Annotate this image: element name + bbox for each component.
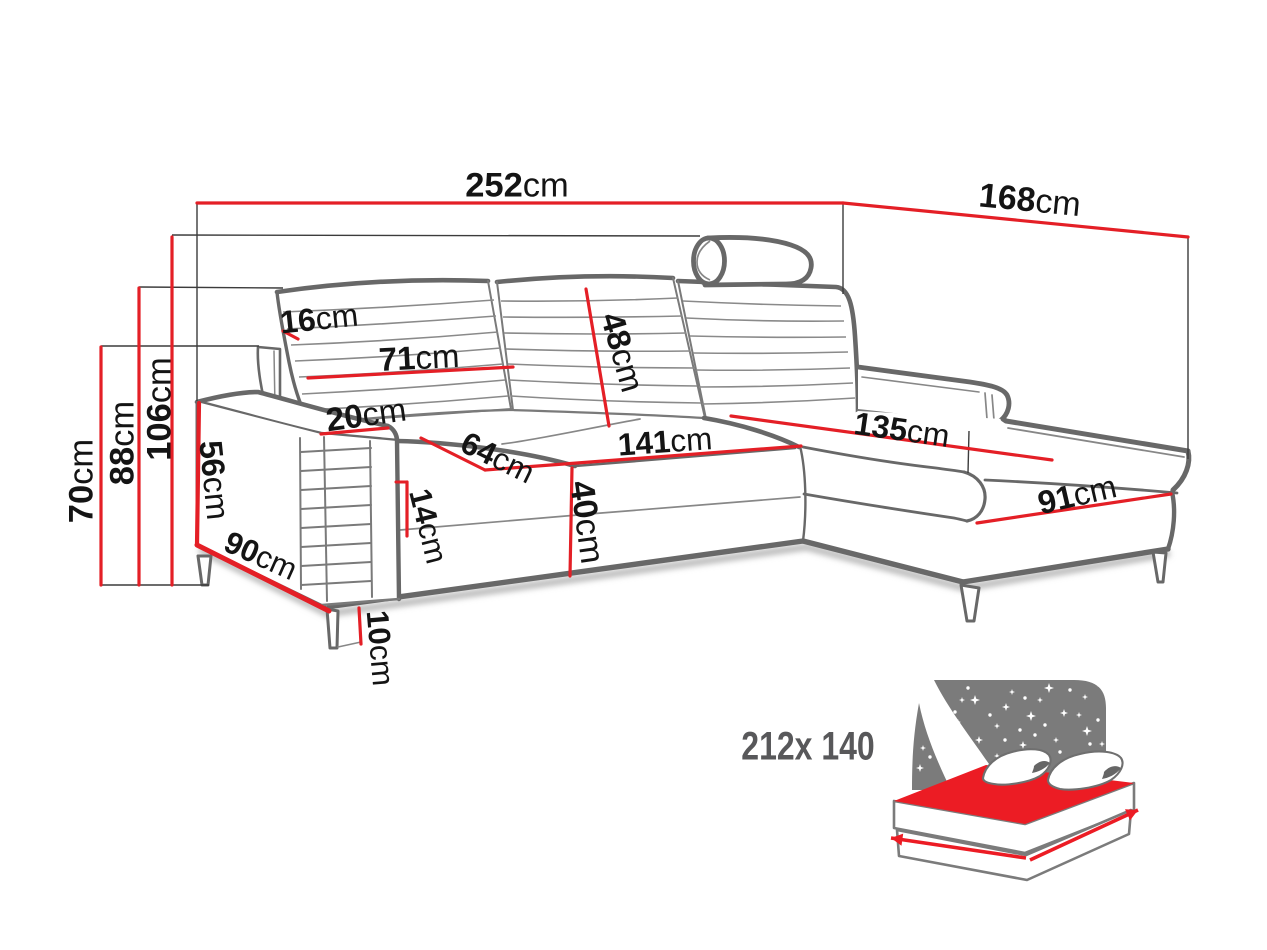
svg-text:88cm: 88cm — [103, 401, 141, 485]
svg-text:71cm: 71cm — [378, 337, 461, 378]
svg-text:56cm: 56cm — [192, 439, 236, 522]
svg-text:168cm: 168cm — [977, 176, 1082, 224]
svg-text:48cm: 48cm — [594, 308, 652, 396]
svg-text:212x 140: 212x 140 — [741, 723, 874, 768]
svg-text:20cm: 20cm — [324, 390, 409, 438]
svg-text:135cm: 135cm — [852, 405, 952, 454]
svg-text:40cm: 40cm — [562, 478, 611, 566]
svg-text:70cm: 70cm — [62, 439, 100, 523]
svg-text:16cm: 16cm — [278, 297, 360, 341]
svg-text:252cm: 252cm — [465, 166, 569, 204]
svg-text:141cm: 141cm — [617, 420, 714, 463]
svg-text:10cm: 10cm — [360, 609, 401, 688]
svg-text:106cm: 106cm — [140, 357, 178, 461]
